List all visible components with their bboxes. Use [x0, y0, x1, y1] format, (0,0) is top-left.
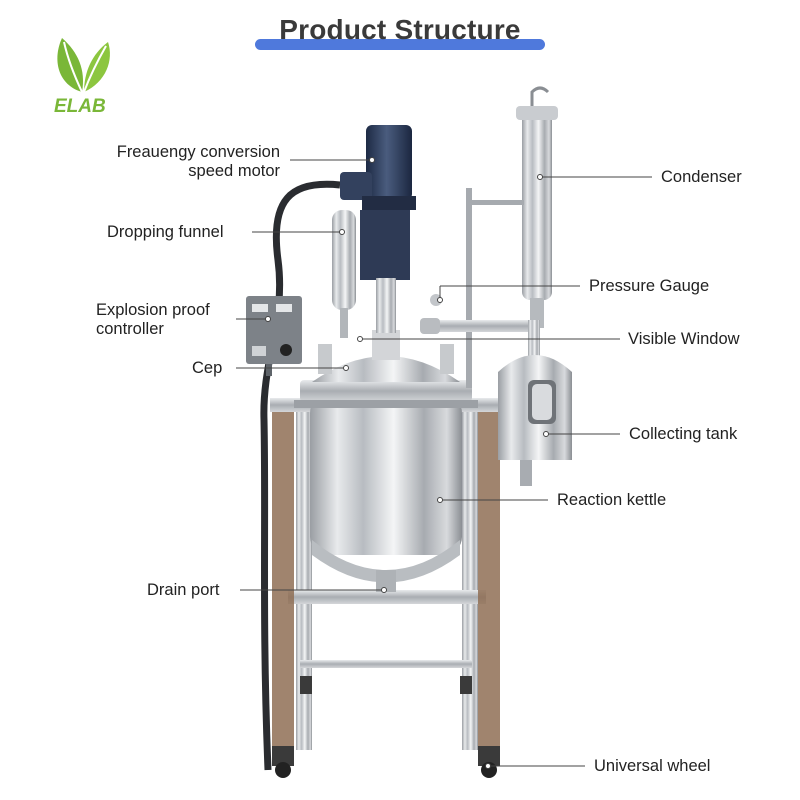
lid-cap: [312, 330, 460, 382]
motor: [340, 125, 416, 333]
leader-lines: [236, 159, 652, 767]
label-universal-wheel: Universal wheel: [594, 757, 711, 775]
label-drain-port: Drain port: [147, 581, 220, 599]
vapor-pipe: [420, 294, 540, 360]
power-cable: [260, 180, 341, 771]
page-title: Product Structure: [279, 14, 521, 45]
leaf-logo-icon: [57, 38, 110, 93]
label-condenser: Condenser: [661, 168, 742, 186]
label-reaction-kettle: Reaction kettle: [557, 491, 667, 509]
label-cep: Cep: [192, 359, 223, 377]
title-banner: Product Structure: [255, 14, 545, 54]
label-controller-line1: Explosion proof: [96, 301, 210, 319]
label-dropping-funnel: Dropping funnel: [107, 223, 224, 241]
collecting-tank: [498, 355, 572, 486]
support-frame: [270, 398, 502, 750]
brand-name: ELAB: [54, 96, 106, 117]
title-underline: [255, 39, 545, 50]
label-controller-line2: controller: [96, 320, 164, 338]
label-controller: Explosion proof controller: [96, 301, 210, 339]
label-visible-window: Visible Window: [628, 330, 740, 348]
label-motor: Freauengy conversion speed motor: [60, 143, 280, 181]
leader-dots: [265, 157, 549, 769]
label-pressure-gauge: Pressure Gauge: [589, 277, 710, 295]
label-collecting-tank: Collecting tank: [629, 425, 738, 443]
condenser: [466, 86, 558, 388]
controller-box: [246, 296, 302, 376]
label-motor-line1: Freauengy conversion: [116, 143, 280, 161]
label-motor-line2: speed motor: [188, 162, 280, 180]
reaction-kettle: [294, 380, 478, 592]
dropping-funnel: [332, 210, 356, 338]
